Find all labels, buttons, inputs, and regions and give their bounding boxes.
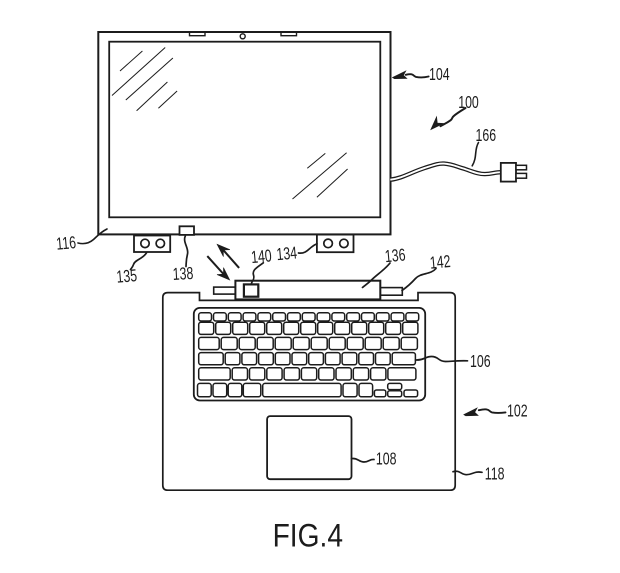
svg-text:134: 134	[276, 243, 298, 264]
svg-text:166: 166	[476, 126, 497, 146]
svg-text:116: 116	[55, 233, 76, 254]
svg-text:102: 102	[507, 402, 528, 422]
svg-text:100: 100	[458, 93, 479, 113]
svg-text:118: 118	[485, 465, 505, 485]
svg-text:142: 142	[429, 252, 451, 273]
svg-text:FIG.4: FIG.4	[273, 519, 343, 554]
svg-text:135: 135	[116, 266, 138, 287]
svg-text:138: 138	[172, 264, 194, 285]
svg-text:106: 106	[470, 352, 491, 372]
svg-text:108: 108	[376, 450, 397, 470]
svg-text:136: 136	[384, 245, 406, 266]
svg-text:104: 104	[429, 65, 450, 85]
svg-text:140: 140	[250, 246, 272, 267]
